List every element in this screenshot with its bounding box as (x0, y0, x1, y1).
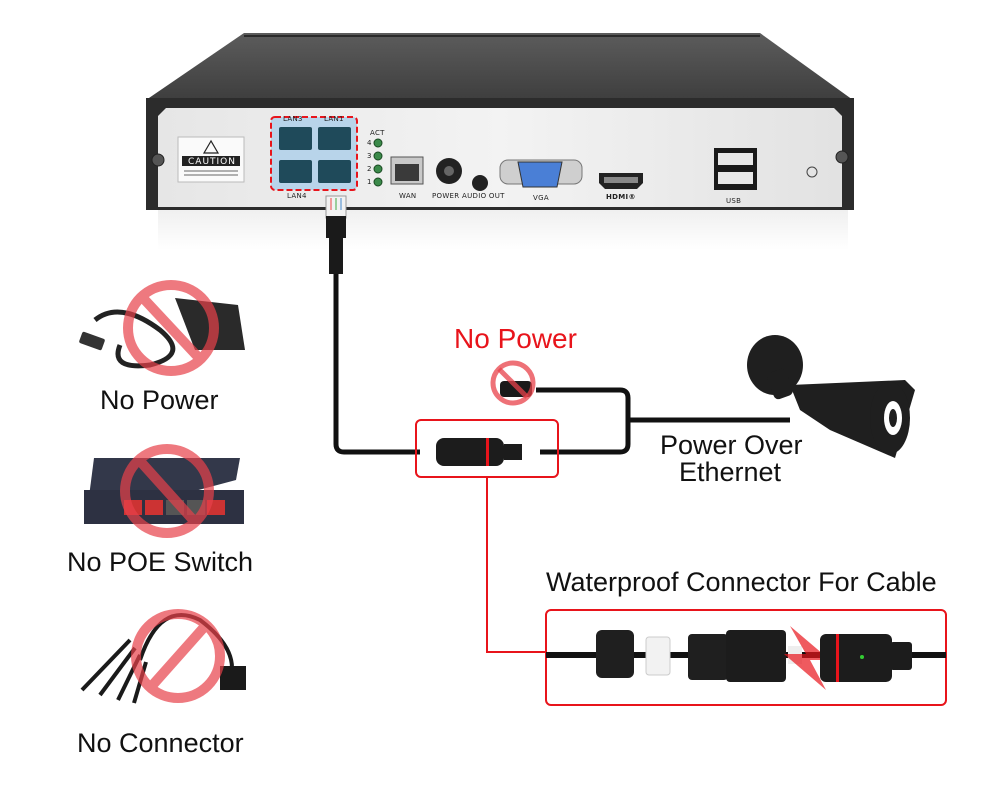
no-poe-switch-label: No POE Switch (67, 547, 254, 577)
nvr-device (146, 33, 854, 250)
power-port-label: POWER (432, 192, 460, 200)
bullet-camera-icon (747, 335, 915, 458)
act-label: ACT (370, 129, 385, 137)
poe-label: Power Over Ethernet (660, 430, 803, 487)
ground-icon (806, 166, 818, 178)
screw-right (835, 150, 849, 164)
lan3-label: LAN3 (283, 115, 303, 123)
no-power-prohibit-icon (490, 360, 536, 406)
poe-label-line2: Ethernet (678, 457, 782, 487)
splitter-cable-icon (80, 613, 246, 704)
wan-label: WAN (399, 192, 417, 200)
prohibit-icon-power (123, 280, 219, 376)
usb-ports (714, 148, 757, 190)
no-power-label: No Power (100, 385, 219, 415)
usb-label: USB (726, 197, 742, 205)
poe-label-line1: Power Over (660, 430, 803, 460)
ethernet-cable (333, 274, 420, 455)
prohibit-icon-connector (131, 609, 225, 703)
act-num-2: 2 (367, 165, 372, 173)
waterproof-title: Waterproof Connector For Cable (546, 567, 937, 597)
act-num-3: 3 (367, 152, 372, 160)
no-connector-label: No Connector (77, 728, 244, 758)
lan4-label: LAN4 (287, 192, 307, 200)
audio-out-label: AUDIO OUT (462, 192, 505, 200)
prohibit-icon-switch (120, 444, 214, 538)
act-num-1: 1 (367, 178, 372, 186)
hdmi-label: HDMI® (606, 193, 636, 201)
caution-sticker (177, 136, 245, 183)
audio-out-jack (472, 175, 488, 191)
power-adapter-icon (79, 298, 245, 369)
act-num-4: 4 (367, 139, 372, 147)
rj45-plug (325, 195, 347, 274)
nvr-top-lid (146, 33, 853, 100)
caution-text: CAUTION (188, 157, 236, 167)
vga-port (499, 159, 583, 188)
lan1-label: LAN1 (324, 115, 344, 123)
center-no-power-label: No Power (454, 323, 577, 354)
act-leds (373, 138, 383, 187)
waterproof-connector-parts (546, 626, 946, 690)
inline-waterproof-connector (436, 438, 522, 466)
callout-line (486, 477, 546, 653)
lan-ports (279, 127, 351, 183)
vga-label: VGA (533, 194, 549, 202)
screw-left (151, 153, 165, 167)
